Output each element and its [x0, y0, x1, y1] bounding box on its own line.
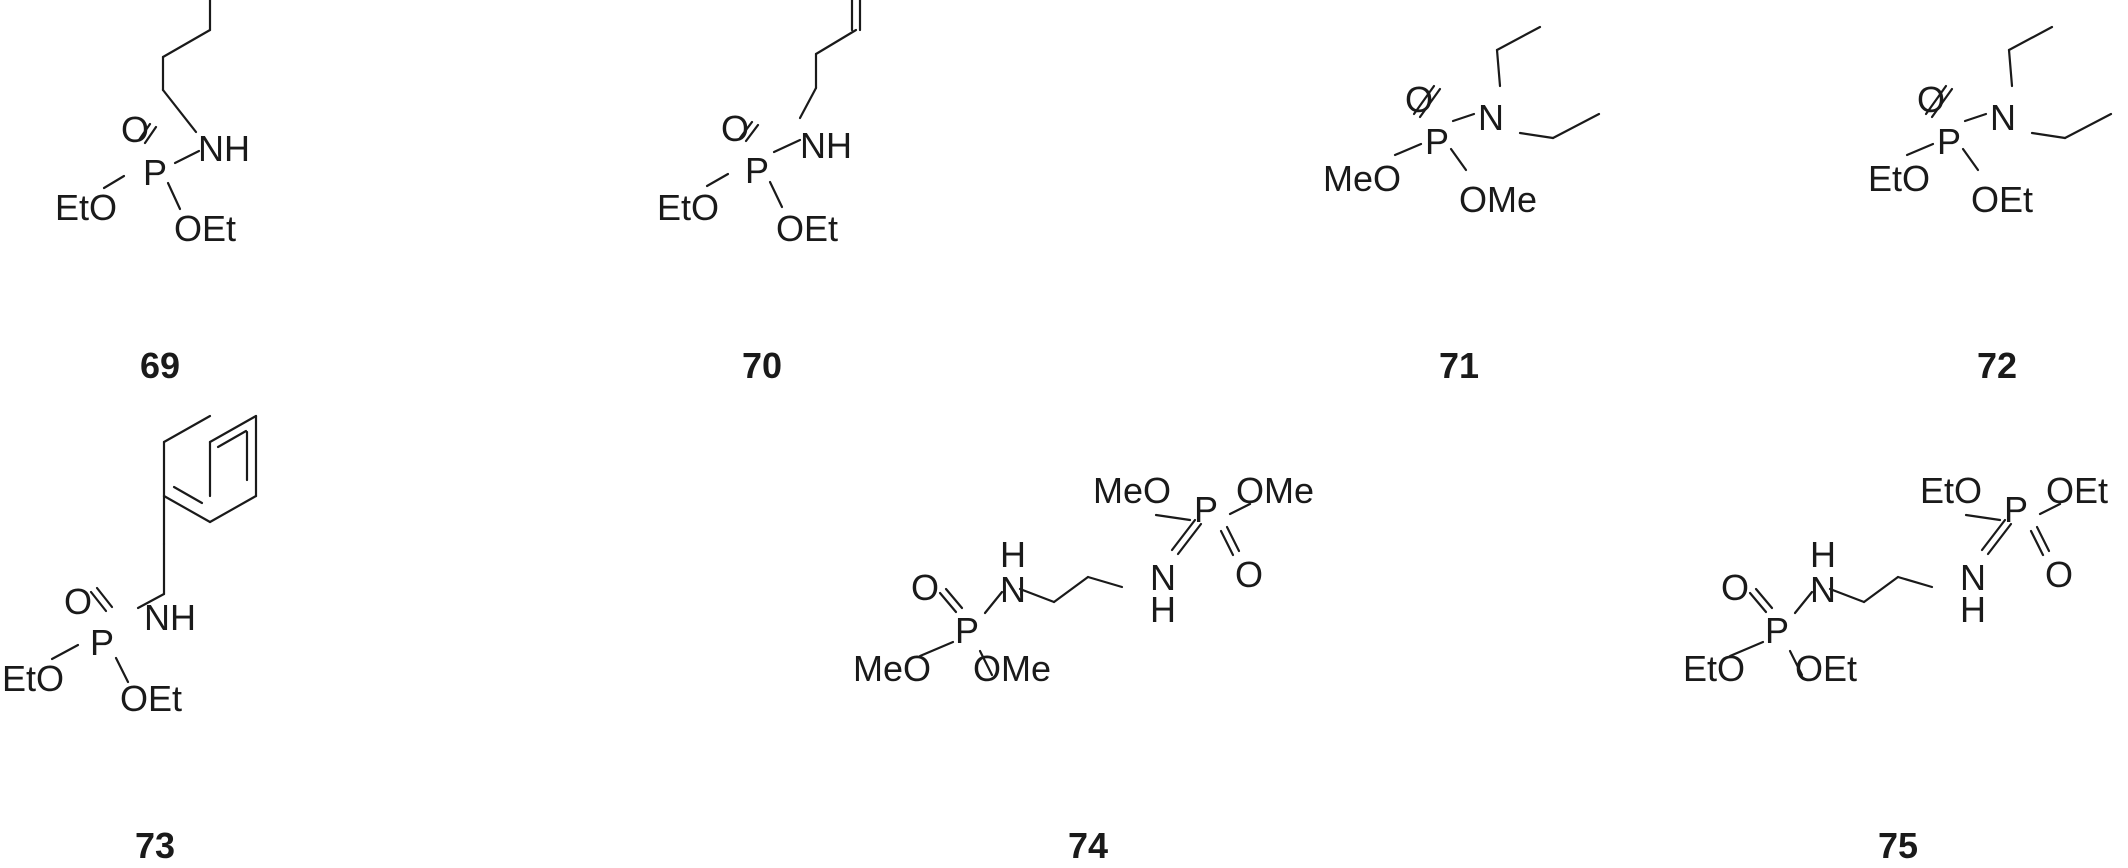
atom-o-71: O [1405, 79, 1433, 120]
atom-n2-75: N [1960, 557, 1986, 598]
compound-number-71: 71 [1439, 345, 1479, 386]
atom-o-70: O [721, 108, 749, 149]
atom-h2-75: H [1960, 589, 1986, 630]
atom-eto-72: EtO [1868, 158, 1930, 199]
atom-o1-75: O [1721, 567, 1749, 608]
atom-nh-69: NH [198, 128, 250, 169]
atom-n2-74: N [1150, 557, 1176, 598]
atom-nh-70: NH [800, 125, 852, 166]
atom-eto2-75: EtO [1920, 470, 1982, 511]
compound-74: O P N H MeO OMe N H P O MeO OMe 74 [853, 470, 1314, 866]
bonds-72 [1905, 25, 2113, 172]
atom-ome-71: OMe [1459, 179, 1537, 220]
atom-eto-69: EtO [55, 187, 117, 228]
atom-ome1-74: OMe [973, 648, 1051, 689]
atom-h1-74: H [1000, 534, 1026, 575]
atom-oet-72: OEt [1971, 179, 2033, 220]
atom-o2-74: O [1235, 554, 1263, 595]
bonds-75 [1728, 502, 2062, 677]
atom-p-71: P [1425, 121, 1449, 162]
atom-o2-75: O [2045, 554, 2073, 595]
atom-ome2-74: OMe [1236, 470, 1314, 511]
compound-number-72: 72 [1977, 345, 2017, 386]
compound-number-70: 70 [742, 345, 782, 386]
compound-number-73: 73 [135, 825, 175, 866]
bonds-74 [918, 502, 1252, 677]
atom-n-72: N [1990, 97, 2016, 138]
atom-meo2-74: MeO [1093, 470, 1171, 511]
atom-p-70: P [745, 150, 769, 191]
compound-72: O P N EtO OEt 72 [1868, 25, 2113, 386]
atom-oet-70: OEt [776, 208, 838, 249]
compound-69: O P NH EtO OEt 69 [55, 0, 250, 386]
atom-oet1-75: OEt [1795, 648, 1857, 689]
atom-p-72: P [1937, 121, 1961, 162]
compound-70: O P NH EtO OEt 70 [657, 0, 862, 386]
atom-oet-73: OEt [120, 678, 182, 719]
compound-73: O P NH EtO OEt 73 [2, 414, 258, 866]
compound-75: O P N H EtO OEt N H P O EtO OEt 75 [1683, 470, 2108, 866]
atom-p1-74: P [955, 610, 979, 651]
atom-h1-75: H [1810, 534, 1836, 575]
atom-p2-74: P [1194, 489, 1218, 530]
bonds-69 [102, 0, 212, 211]
compound-71: O P N MeO OMe 71 [1323, 25, 1601, 386]
atom-p2-75: P [2004, 489, 2028, 530]
bonds-70 [705, 0, 862, 209]
atom-eto-73: EtO [2, 658, 64, 699]
atom-eto1-75: EtO [1683, 648, 1745, 689]
bonds-73 [50, 414, 258, 684]
atom-o-72: O [1917, 79, 1945, 120]
compound-number-69: 69 [140, 345, 180, 386]
atom-p1-75: P [1765, 610, 1789, 651]
compound-number-75: 75 [1878, 825, 1918, 866]
atom-p-69: P [143, 152, 167, 193]
atom-o-69: O [121, 109, 149, 150]
atom-nh-73: NH [144, 597, 196, 638]
atom-n1-74: N [1000, 569, 1026, 610]
atom-p-73: P [90, 622, 114, 663]
atom-n-71: N [1478, 97, 1504, 138]
atom-eto-70: EtO [657, 187, 719, 228]
atom-o-73: O [64, 581, 92, 622]
atom-h2-74: H [1150, 589, 1176, 630]
atom-n1-75: N [1810, 569, 1836, 610]
atom-oet2-75: OEt [2046, 470, 2108, 511]
atom-o1-74: O [911, 567, 939, 608]
atom-oet-69: OEt [174, 208, 236, 249]
bonds-71 [1393, 25, 1601, 172]
compound-number-74: 74 [1068, 825, 1108, 866]
atom-meo-71: MeO [1323, 158, 1401, 199]
atom-meo1-74: MeO [853, 648, 931, 689]
